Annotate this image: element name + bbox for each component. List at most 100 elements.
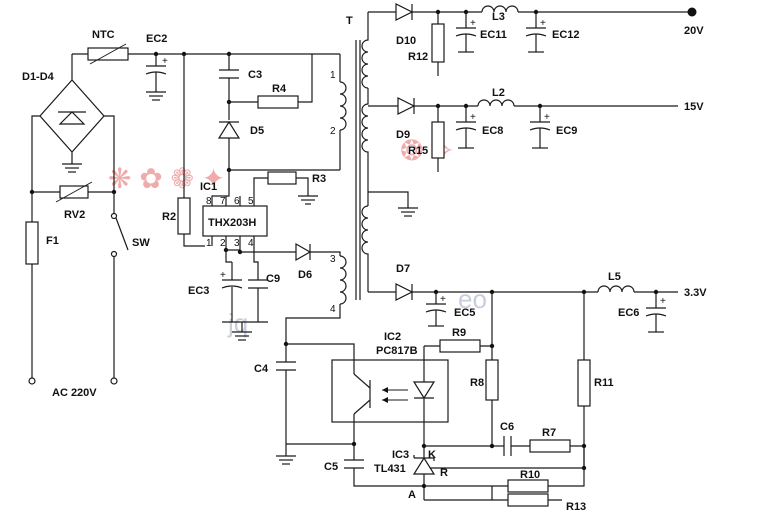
diode-d7 (395, 283, 414, 301)
r8-label: R8 (470, 377, 484, 389)
f1-label: F1 (46, 235, 59, 247)
c5-label: C5 (324, 461, 338, 473)
ic2-part-label: PC817B (376, 345, 418, 357)
svg-text:+: + (162, 56, 168, 67)
svg-text:+: + (660, 296, 666, 307)
ic2-label: IC2 (384, 331, 401, 343)
ec11-label: EC11 (480, 29, 507, 41)
ic3-part-label: TL431 (374, 463, 406, 475)
ic3-label: IC3 (392, 449, 409, 461)
capacitor-ec3: + (220, 262, 243, 322)
ec5-label: EC5 (454, 307, 475, 319)
capacitor-ec5: + (425, 289, 447, 327)
svg-text:1: 1 (206, 238, 212, 249)
d9-label: D9 (396, 129, 410, 141)
ec2-label: EC2 (146, 33, 167, 45)
svg-text:6: 6 (234, 196, 240, 207)
d5-label: D5 (250, 125, 264, 137)
svg-text:+: + (440, 294, 446, 305)
tl431-k-pin: K (428, 449, 436, 461)
svg-text:1: 1 (330, 70, 336, 81)
r10-label: R10 (520, 469, 540, 481)
output-33v-label: 3.3V (684, 287, 707, 299)
ic1-part-label: THX203H (208, 217, 256, 229)
fuse-f1 (25, 221, 39, 265)
d6-label: D6 (298, 269, 312, 281)
watermark: ❋ ✿ ❁ ✦ ❂ ✧ jq eo (108, 135, 487, 338)
c9-label: C9 (266, 273, 280, 285)
ec6-label: EC6 (618, 307, 639, 319)
svg-text:4: 4 (330, 304, 336, 315)
rv2-label: RV2 (64, 209, 85, 221)
ec9-label: EC9 (556, 125, 577, 137)
d7-label: D7 (396, 263, 410, 275)
l3-label: L3 (492, 11, 505, 23)
bridge-label: D1-D4 (22, 71, 55, 83)
resistor-r12 (431, 23, 445, 63)
output-20v-label: 20V (684, 25, 704, 37)
diode-d9 (397, 97, 416, 115)
aux-winding (339, 255, 347, 305)
ic1-label: IC1 (200, 181, 217, 193)
svg-text:8: 8 (206, 196, 212, 207)
ec8-label: EC8 (482, 125, 503, 137)
capacitor-ec11: + (455, 9, 477, 53)
diode-d6 (295, 242, 341, 262)
svg-text:3: 3 (234, 238, 240, 249)
svg-text:+: + (470, 18, 476, 29)
diode-d10 (395, 3, 414, 21)
c6-label: C6 (500, 421, 514, 433)
ac-terminal-right (110, 377, 118, 385)
capacitor-ec6: + (645, 289, 667, 333)
output-15v-label: 15V (684, 101, 704, 113)
resistor-r7 (529, 439, 571, 453)
svg-text:❋ ✿ ❁ ✦: ❋ ✿ ❁ ✦ (108, 163, 225, 194)
resistor-r4 (257, 95, 299, 109)
r2-label: R2 (162, 211, 176, 223)
svg-text:+: + (220, 270, 226, 281)
ic2-pc817b (331, 359, 449, 423)
capacitor-ec2: + (145, 54, 168, 101)
svg-text:+: + (540, 18, 546, 29)
r15-label: R15 (408, 145, 428, 157)
diode-d5 (217, 120, 241, 170)
ntc-arrow (89, 43, 127, 65)
ac-terminal-left (28, 377, 36, 385)
resistor-r15 (431, 121, 445, 159)
inductor-l5 (597, 285, 635, 293)
resistor-r3 (267, 171, 297, 185)
svg-text:4: 4 (248, 238, 254, 249)
tl431-a-pin: A (408, 489, 416, 501)
bridge-rectifier (31, 54, 115, 192)
r9-label: R9 (452, 327, 466, 339)
r13-label: R13 (566, 501, 586, 513)
r12-label: R12 (408, 51, 428, 63)
capacitor-ec8: + (455, 103, 477, 149)
svg-text:2: 2 (330, 126, 336, 137)
resistor-r13 (507, 493, 549, 507)
tl431-r-pin: R (440, 467, 448, 479)
svg-text:2: 2 (220, 238, 226, 249)
ac-input-label: AC 220V (52, 387, 97, 399)
ntc-label: NTC (92, 29, 115, 41)
resistor-r11 (577, 359, 591, 407)
l5-label: L5 (608, 271, 621, 283)
svg-text:❂ ✧: ❂ ✧ (400, 135, 455, 166)
svg-text:5: 5 (248, 196, 254, 207)
c3-label: C3 (248, 69, 262, 81)
svg-text:jq: jq (227, 308, 248, 338)
r11-label: R11 (594, 377, 614, 389)
inductor-l2 (477, 99, 515, 107)
r3-label: R3 (312, 173, 326, 185)
d10-label: D10 (396, 35, 416, 47)
svg-text:+: + (544, 112, 550, 123)
c4-label: C4 (254, 363, 269, 375)
ec12-label: EC12 (552, 29, 580, 41)
phototransistor (353, 360, 371, 422)
svg-text:eo: eo (458, 284, 487, 314)
capacitor-ec12: + (525, 9, 547, 53)
resistor-r2 (177, 197, 191, 235)
svg-text:7: 7 (220, 196, 226, 207)
